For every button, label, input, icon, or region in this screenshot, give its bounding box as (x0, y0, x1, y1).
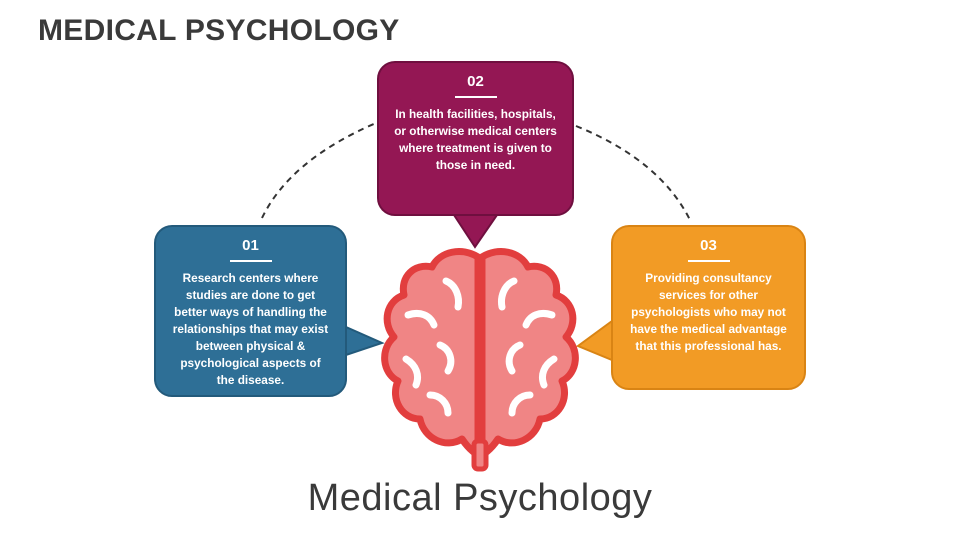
card-03-text: Providing consultancy services for other… (630, 271, 787, 353)
slide-title: MEDICAL PSYCHOLOGY (38, 14, 400, 47)
card-01-number: 01 (242, 237, 259, 254)
card-03: 03 Providing consultancy services for ot… (611, 225, 806, 390)
card-03-divider (687, 260, 730, 262)
card-02: 02 In health facilities, hospitals, or o… (377, 61, 574, 216)
slide-caption: Medical Psychology (307, 477, 653, 519)
card-02-divider (454, 96, 497, 98)
card-02-text: In health facilities, hospitals, or othe… (394, 107, 557, 172)
card-01-divider (229, 260, 272, 262)
card-03-number: 03 (700, 237, 717, 254)
card-01-text: Research centers where studies are done … (172, 271, 329, 387)
card-02-tail (452, 214, 499, 249)
card-01: 01 Research centers where studies are do… (154, 225, 347, 397)
card-02-number: 02 (467, 73, 484, 90)
brain-icon (381, 248, 579, 472)
